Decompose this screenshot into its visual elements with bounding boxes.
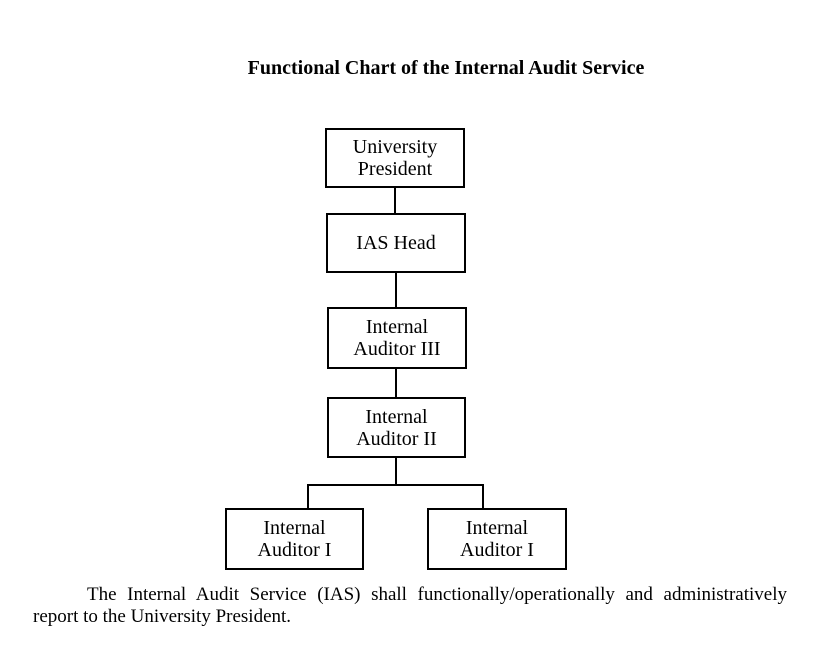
footnote-line-2: report to the University President. xyxy=(33,606,292,627)
org-node-internal-auditor-iii: Internal Auditor III xyxy=(327,307,467,369)
org-node-label-internal-auditor-iii: Internal Auditor III xyxy=(353,316,441,360)
org-node-label-university-president: University President xyxy=(352,136,438,180)
org-node-internal-auditor-ii: Internal Auditor II xyxy=(327,397,466,458)
footnote-line-1: The Internal Audit Service (IAS) shall f… xyxy=(87,584,787,605)
connector-iashead-to-auditor3 xyxy=(395,271,397,308)
org-node-label-ias-head: IAS Head xyxy=(356,232,436,254)
connector-president-to-iashead xyxy=(394,186,396,214)
org-node-label-internal-auditor-ii: Internal Auditor II xyxy=(356,405,437,450)
connector-auditor3-to-auditor2 xyxy=(395,367,397,398)
connector-branch-drop-left xyxy=(307,484,309,509)
connector-auditor2-to-branch xyxy=(395,456,397,486)
org-node-label-internal-auditor-i-right: Internal Auditor I xyxy=(460,517,534,561)
connector-branch-horizontal-bar xyxy=(307,484,484,486)
org-node-internal-auditor-i-left: Internal Auditor I xyxy=(225,508,364,570)
org-node-ias-head: IAS Head xyxy=(326,213,466,273)
footnote-paragraph: The Internal Audit Service (IAS) shall f… xyxy=(33,584,787,628)
chart-title: Functional Chart of the Internal Audit S… xyxy=(247,57,645,79)
connector-branch-drop-right xyxy=(482,484,484,509)
org-node-university-president: University President xyxy=(325,128,465,188)
org-node-internal-auditor-i-right: Internal Auditor I xyxy=(427,508,567,570)
org-node-label-internal-auditor-i-left: Internal Auditor I xyxy=(257,517,332,561)
